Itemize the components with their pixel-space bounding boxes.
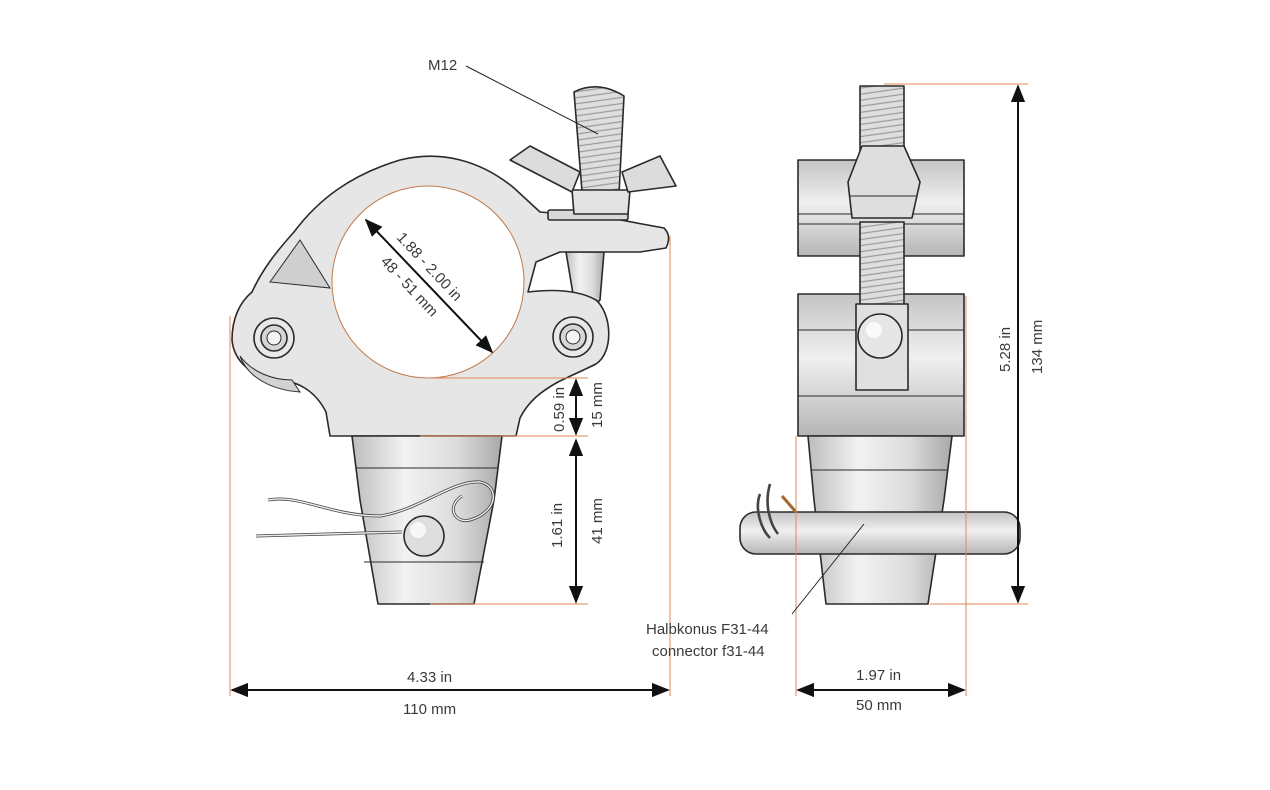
depth-mm-label: 50 mm [856, 697, 902, 714]
cone-mm-label: 41 mm [589, 498, 606, 544]
wing-nut-side [509, 145, 677, 221]
gap-in-label: 0.59 in [551, 387, 568, 432]
dimension-lines [230, 84, 1026, 698]
height-in-label: 5.28 in [997, 327, 1014, 372]
tube-diameter-dim [364, 218, 494, 354]
safety-pin-side [255, 480, 495, 557]
width-in-label: 4.33 in [407, 669, 452, 686]
height-mm-label: 134 mm [1029, 320, 1046, 374]
thread-leader [465, 65, 599, 135]
cone-in-label: 1.61 in [549, 503, 566, 548]
width-mm-label: 110 mm [403, 701, 456, 718]
cross-pin-front [739, 511, 1021, 555]
connector-en-label: connector f31-44 [652, 643, 765, 660]
wing-nut-front [847, 145, 921, 219]
extension-lines [229, 83, 1028, 696]
depth-in-label: 1.97 in [856, 667, 901, 684]
tube-opening [331, 185, 525, 379]
hinge-pin-right [552, 316, 594, 358]
connector-leader [791, 523, 865, 615]
hinge-pin-left [253, 317, 295, 359]
gap-mm-label: 15 mm [589, 382, 606, 428]
connector-de-label: Halbkonus F31-44 [646, 621, 769, 638]
thread-label: M12 [428, 57, 457, 74]
side-view [231, 86, 677, 605]
front-view [739, 85, 1021, 605]
